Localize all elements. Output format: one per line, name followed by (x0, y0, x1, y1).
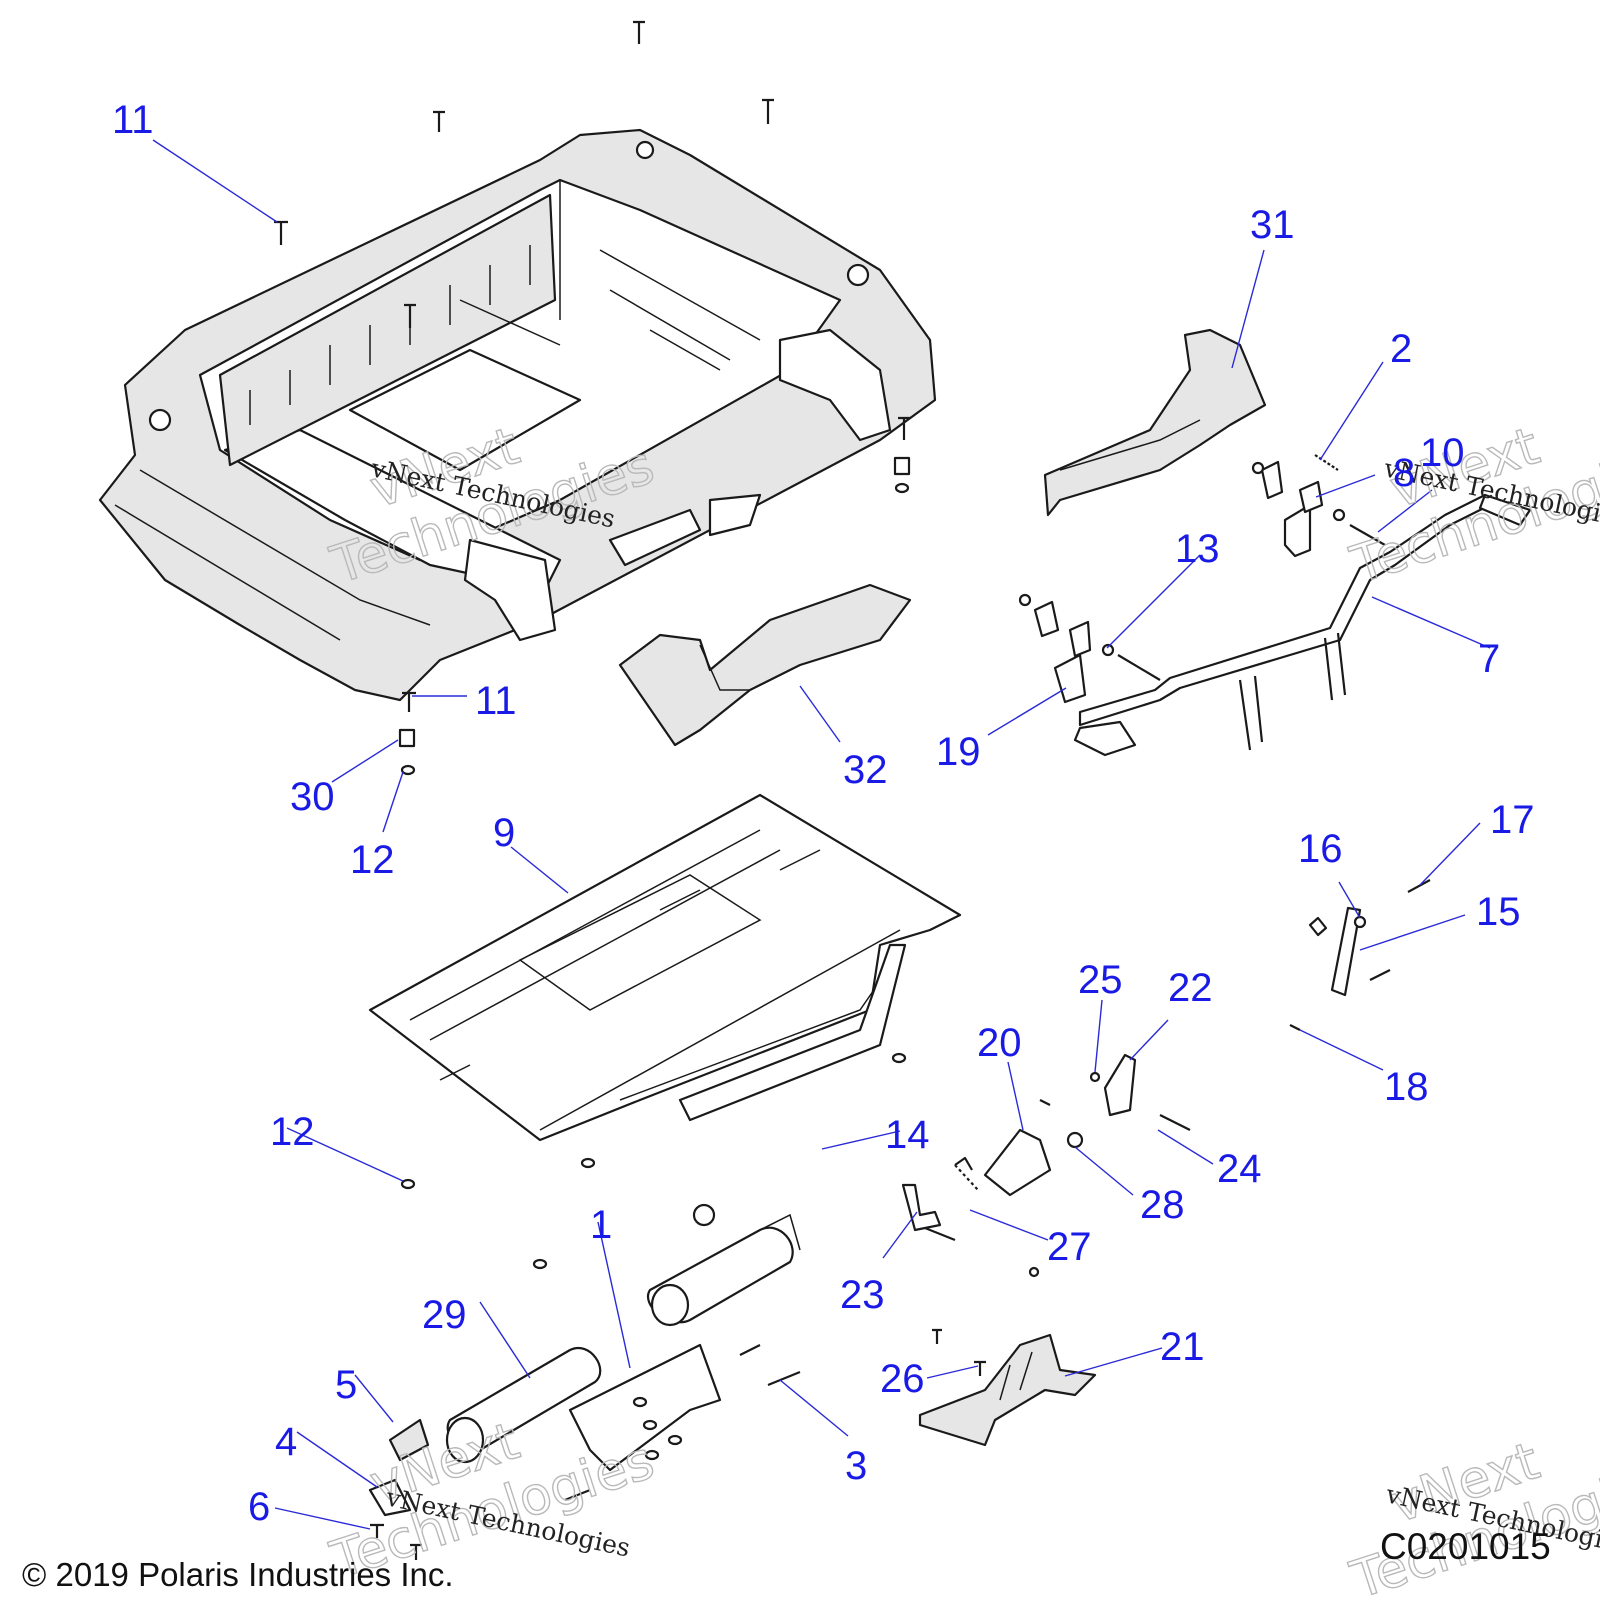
callout-25: 25 (1078, 958, 1123, 1002)
callout-6: 6 (248, 1485, 270, 1529)
callout-12-mid: 12 (350, 838, 395, 882)
callout-1: 1 (590, 1203, 612, 1247)
mounting-frame (368, 793, 962, 1142)
callout-16: 16 (1298, 827, 1343, 871)
hitch-assembly (445, 1213, 801, 1502)
callout-11-mid: 11 (475, 679, 517, 723)
callout-18: 18 (1384, 1065, 1429, 1109)
linkage-rod (1073, 493, 1532, 757)
callout-2: 2 (1390, 327, 1412, 371)
clamps-and-bolts (1018, 454, 1386, 704)
callout-21: 21 (1160, 1325, 1205, 1369)
hitch-lock-parts (368, 1418, 430, 1560)
callout-14: 14 (885, 1113, 930, 1157)
callout-26: 26 (880, 1357, 925, 1401)
callout-3: 3 (845, 1444, 867, 1488)
callout-4: 4 (275, 1420, 297, 1464)
callout-28: 28 (1140, 1183, 1185, 1227)
callout-5: 5 (335, 1363, 357, 1407)
drawing-code: C0201015 (1380, 1526, 1551, 1567)
callout-19: 19 (936, 730, 981, 774)
callout-leaders (152, 139, 1491, 1530)
screw-fasteners (274, 20, 911, 1270)
callout-30: 30 (290, 775, 335, 819)
callout-7: 7 (1478, 637, 1500, 681)
callout-10: 10 (1420, 431, 1465, 475)
callout-31: 31 (1250, 203, 1295, 247)
callout-17: 17 (1490, 798, 1535, 842)
callout-32: 32 (843, 748, 888, 792)
callout-13: 13 (1175, 527, 1220, 571)
heat-shield-upper (1043, 328, 1267, 517)
callout-29: 29 (422, 1293, 467, 1337)
callout-24: 24 (1217, 1147, 1262, 1191)
callout-numbers: 11 31 2 8 10 13 7 11 19 32 30 17 9 12 16… (112, 98, 1535, 1529)
cargo-box (98, 128, 937, 702)
callout-22: 22 (1168, 966, 1213, 1010)
heat-shield-lower (618, 583, 912, 747)
callout-8: 8 (1393, 451, 1415, 495)
callout-9: 9 (493, 811, 515, 855)
callout-12-low: 12 (270, 1110, 315, 1154)
callout-11-top: 11 (112, 98, 154, 142)
copyright-notice: © 2019 Polaris Industries Inc. (22, 1556, 454, 1593)
callout-27: 27 (1047, 1225, 1092, 1269)
callout-15: 15 (1476, 890, 1521, 934)
gas-strut (1289, 879, 1431, 1031)
callout-23: 23 (840, 1273, 885, 1317)
callout-20: 20 (977, 1021, 1022, 1065)
mounting-bracket (918, 1328, 1097, 1447)
